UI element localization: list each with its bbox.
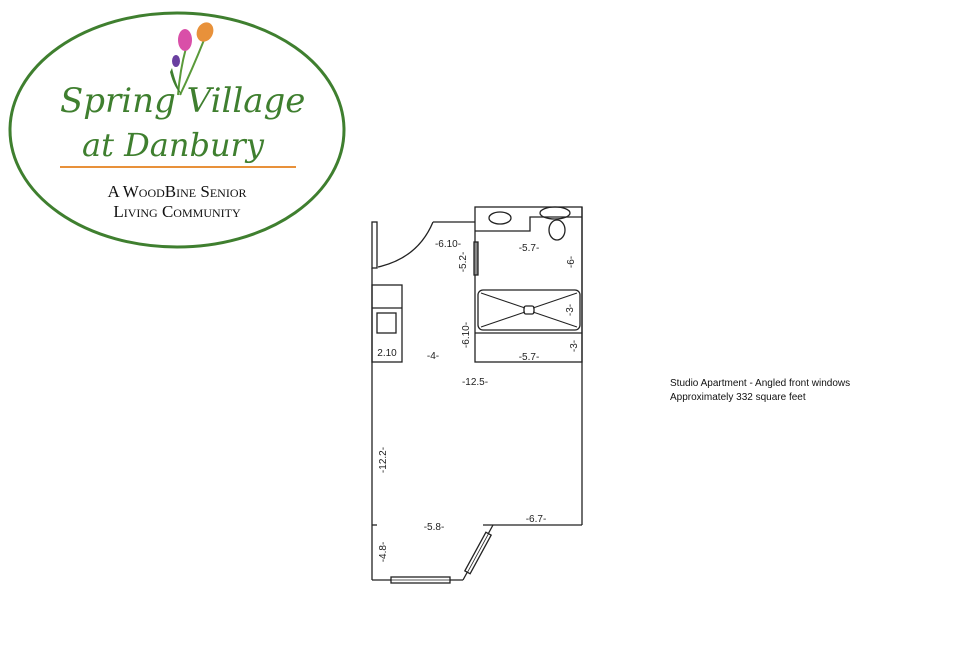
entry-door-swing	[377, 221, 434, 268]
toilet-tank-icon	[539, 206, 571, 220]
dim-bay-left: -5.8-	[424, 522, 445, 533]
bathroom	[474, 206, 583, 363]
caption-area: Approximately 332 square feet	[670, 392, 806, 403]
dim-tub-depth: -3-	[565, 304, 576, 316]
dim-bath-door: -5.2-	[458, 252, 469, 273]
dimension-labels: -6.10- -5.2- -5.7- -6- -3- -6.10- -3- -5…	[377, 239, 580, 562]
logo-tagline2: Living Community	[113, 202, 241, 221]
logo-tagline1: A WoodBine Senior	[107, 182, 246, 201]
toilet-bowl-icon	[548, 219, 566, 241]
logo-ellipse	[8, 11, 346, 249]
floorplan-caption: Studio Apartment - Angled front windows …	[670, 377, 850, 405]
dim-bay-right: -6.7-	[526, 514, 547, 525]
dim-closet-depth: -3-	[569, 340, 580, 352]
door-jamb	[371, 221, 378, 269]
vanity-counter	[475, 216, 582, 232]
tulip-icon	[170, 22, 214, 96]
dim-bath-width: -5.7-	[519, 243, 540, 254]
drain-icon	[523, 305, 535, 315]
floor-plan	[371, 206, 583, 584]
dim-entry-width: -6.10-	[435, 239, 461, 250]
dim-entry-depth: -4-	[427, 351, 439, 362]
caption-title: Studio Apartment - Angled front windows	[670, 378, 851, 389]
dim-bath-side: -6.10-	[461, 322, 472, 348]
dim-kitchenette: 2.10	[377, 348, 397, 359]
dim-bay-depth: -4.8-	[378, 542, 389, 563]
bathroom-door	[473, 241, 479, 276]
kitchen-sink-icon	[376, 312, 397, 334]
logo: Spring Village at Danbury A WoodBine Sen…	[8, 11, 346, 249]
sink-icon	[488, 211, 512, 225]
dim-closet-width: -5.7-	[519, 352, 540, 363]
logo-line2: at Danbury	[82, 126, 265, 164]
logo-line1: Spring Village	[60, 81, 305, 121]
shower-tub	[477, 289, 581, 331]
kitchenette	[371, 284, 403, 363]
dim-room-length: -12.2-	[378, 447, 389, 473]
dim-bath-depth: -6-	[566, 256, 577, 268]
dim-room-width: -12.5-	[462, 377, 488, 388]
